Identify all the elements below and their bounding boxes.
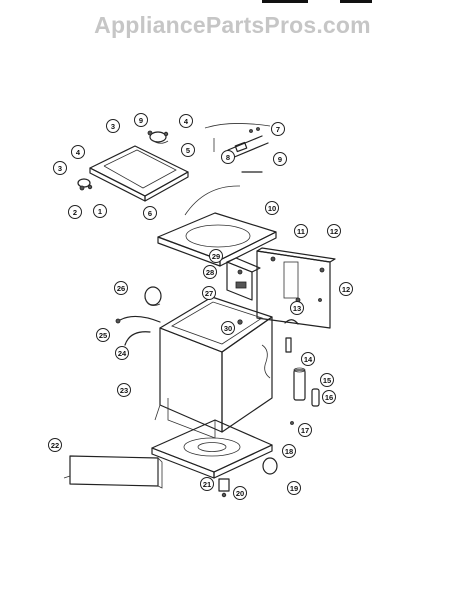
callout-10: 10	[265, 201, 279, 215]
hose-component	[144, 286, 162, 306]
callout-label: 8	[226, 153, 230, 162]
callout-4: 4	[179, 114, 193, 128]
callout-label: 16	[325, 393, 333, 402]
callout-17: 17	[298, 423, 312, 437]
callout-label: 4	[184, 117, 189, 126]
callout-21: 21	[200, 477, 214, 491]
callout-2: 2	[68, 205, 82, 219]
callout-label: 26	[117, 284, 125, 293]
cabinet-screw	[237, 319, 243, 325]
callout-label: 15	[323, 376, 331, 385]
callout-24: 24	[115, 346, 129, 360]
callout-label: 21	[203, 480, 211, 489]
callout-label: 6	[148, 209, 152, 218]
callout-20: 20	[233, 486, 247, 500]
callout-7: 7	[271, 122, 285, 136]
callout-label: 20	[236, 489, 244, 498]
callout-4: 4	[71, 145, 85, 159]
callout-label: 10	[268, 204, 276, 213]
callout-label: 9	[139, 116, 143, 125]
callout-label: 28	[206, 268, 214, 277]
callout-22: 22	[48, 438, 62, 452]
lid-hinge-left	[77, 178, 93, 191]
callout-label: 4	[76, 148, 81, 157]
callout-12: 12	[327, 224, 341, 238]
callout-14: 14	[301, 352, 315, 366]
callout-3: 3	[106, 119, 120, 133]
callout-9: 9	[273, 152, 287, 166]
callout-23: 23	[117, 383, 131, 397]
callout-15: 15	[320, 373, 334, 387]
cabinet-part	[154, 296, 273, 439]
lid-part	[89, 145, 189, 202]
callout-label: 27	[205, 289, 213, 298]
callout-label: 11	[297, 227, 305, 236]
front-panel-part	[63, 455, 163, 489]
callout-19: 19	[287, 481, 301, 495]
callout-9: 9	[134, 113, 148, 127]
lid-hinge-right	[147, 130, 169, 144]
callout-8: 8	[221, 150, 235, 164]
callout-26: 26	[114, 281, 128, 295]
callout-3: 3	[53, 161, 67, 175]
callout-label: 30	[224, 324, 232, 333]
top-edge-mark-left	[262, 0, 308, 3]
callout-label: 19	[290, 484, 298, 493]
callout-16: 16	[322, 390, 336, 404]
callout-label: 24	[118, 349, 127, 358]
callout-label: 2	[73, 208, 77, 217]
bracket-part	[226, 257, 261, 301]
callout-25: 25	[96, 328, 110, 342]
callout-label: 18	[285, 447, 293, 456]
callout-label: 25	[99, 331, 107, 340]
callout-11: 11	[294, 224, 308, 238]
callout-13: 13	[290, 301, 304, 315]
callout-12: 12	[339, 282, 353, 296]
callout-27: 27	[202, 286, 216, 300]
callout-label: 17	[301, 426, 309, 435]
lid-switch-assembly	[204, 123, 271, 173]
callout-label: 3	[58, 164, 62, 173]
capacitor-and-parts	[284, 319, 320, 425]
top-frame-part	[157, 185, 277, 267]
callout-label: 3	[111, 122, 115, 131]
drain-hose	[115, 315, 161, 346]
callout-5: 5	[181, 143, 195, 157]
callout-18: 18	[282, 444, 296, 458]
callout-29: 29	[209, 249, 223, 263]
callout-6: 6	[143, 206, 157, 220]
callout-label: 14	[304, 355, 313, 364]
watermark-text: AppliancePartsPros.com	[94, 12, 371, 38]
callout-30: 30	[221, 321, 235, 335]
callout-label: 1	[98, 207, 102, 216]
base-plate-part	[151, 419, 273, 479]
callout-label: 12	[330, 227, 338, 236]
callout-label: 7	[276, 125, 280, 134]
callout-label: 5	[186, 146, 190, 155]
callout-28: 28	[203, 265, 217, 279]
callout-label: 23	[120, 386, 128, 395]
callout-1: 1	[93, 204, 107, 218]
motor-bits	[218, 457, 278, 498]
callout-label: 29	[212, 252, 220, 261]
top-edge-mark-right	[340, 0, 372, 3]
callout-label: 22	[51, 441, 59, 450]
callout-label: 13	[293, 304, 301, 313]
callout-label: 9	[278, 155, 282, 164]
callout-label: 12	[342, 285, 350, 294]
